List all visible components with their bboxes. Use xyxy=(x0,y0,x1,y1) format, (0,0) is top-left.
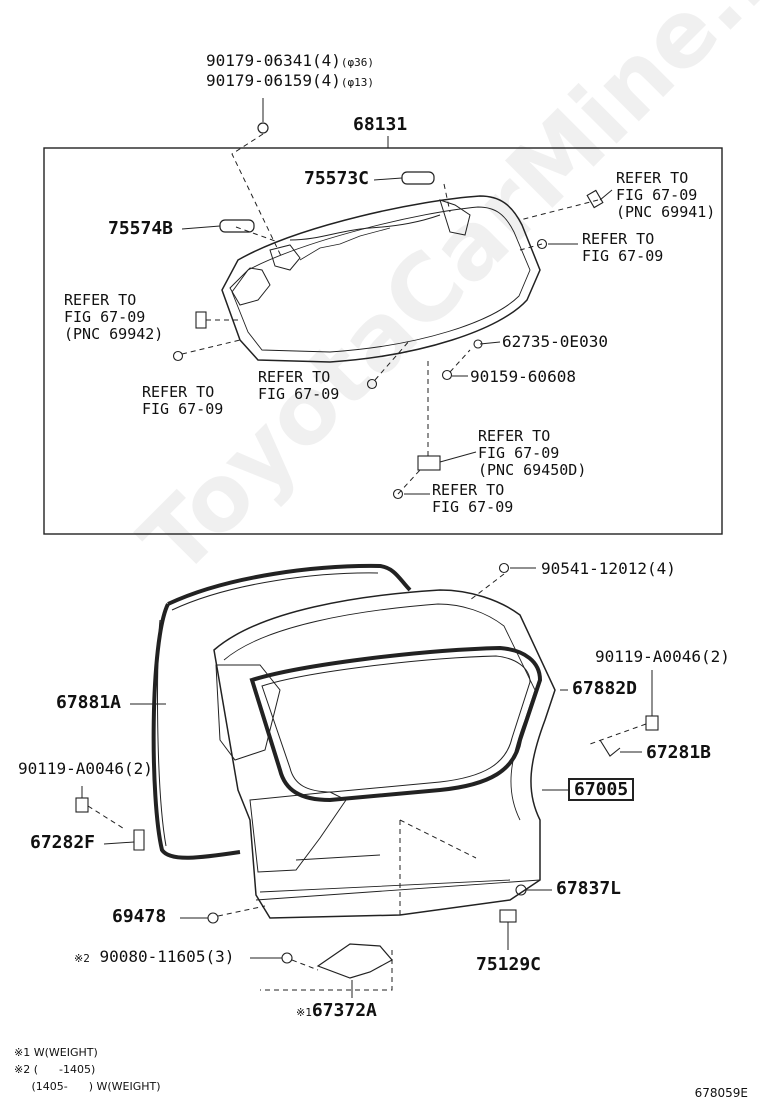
label-90541-12012: 90541-12012(4) xyxy=(541,559,676,578)
footnotes: ※1 W(WEIGHT) ※2 ( -1405) (1405- ) W(WEIG… xyxy=(14,1044,161,1095)
glass-assembly-box xyxy=(43,147,723,535)
weatherstrip-67881A xyxy=(151,563,412,860)
label-refer-69941: REFER TO FIG 67-09 (PNC 69941) xyxy=(616,169,716,221)
label-90179-06159: 90179-06159(4)(φ13) xyxy=(206,71,374,90)
label-67881A: 67881A xyxy=(56,692,122,713)
label-75573C: 75573C xyxy=(304,168,370,189)
part-75573C xyxy=(401,171,435,185)
label-67837L: 67837L xyxy=(556,878,622,899)
label-90119-A0046-right: 90119-A0046(2) xyxy=(595,647,730,666)
nut-90179 xyxy=(257,122,269,134)
label-refer-center: REFER TO FIG 67-09 xyxy=(258,368,340,403)
footnote-3: (1405- ) W(WEIGHT) xyxy=(14,1080,161,1093)
label-90179-06341: 90179-06341(4)(φ36) xyxy=(206,51,374,70)
label-refer-bottom: REFER TO FIG 67-09 xyxy=(432,481,514,516)
label-90080-11605: ※2 90080-11605(3) xyxy=(74,947,235,966)
label-refer-69942: REFER TO FIG 67-09 (PNC 69942) xyxy=(64,291,164,343)
label-67005: 67005 xyxy=(568,778,635,801)
back-door-panel xyxy=(213,589,556,919)
label-75129C: 75129C xyxy=(476,954,542,975)
part-75574B xyxy=(219,219,255,233)
inner-frame-67882D xyxy=(249,645,543,803)
label-refer-69450D: REFER TO FIG 67-09 (PNC 69450D) xyxy=(478,427,587,479)
label-refer-left-low: REFER TO FIG 67-09 xyxy=(142,383,224,418)
label-refer-top-right: REFER TO FIG 67-09 xyxy=(582,230,664,265)
label-69478: 69478 xyxy=(112,906,167,927)
label-90119-A0046-left: 90119-A0046(2) xyxy=(18,759,153,778)
back-door-glass xyxy=(221,195,541,363)
label-67882D: 67882D xyxy=(572,678,638,699)
label-90159-60608: 90159-60608 xyxy=(470,367,576,386)
label-67281B: 67281B xyxy=(646,742,712,763)
footnote-2: ※2 ( -1405) xyxy=(14,1063,96,1076)
figure-code: 678059E xyxy=(694,1086,748,1100)
label-67372A: ※167372A xyxy=(296,1000,377,1021)
label-67282F: 67282F xyxy=(30,832,96,853)
label-75574B: 75574B xyxy=(108,218,174,239)
footnote-1: ※1 W(WEIGHT) xyxy=(14,1046,98,1059)
lock-67372A xyxy=(316,943,393,979)
label-68131: 68131 xyxy=(353,114,408,135)
label-62735-0E030: 62735-0E030 xyxy=(502,332,608,351)
